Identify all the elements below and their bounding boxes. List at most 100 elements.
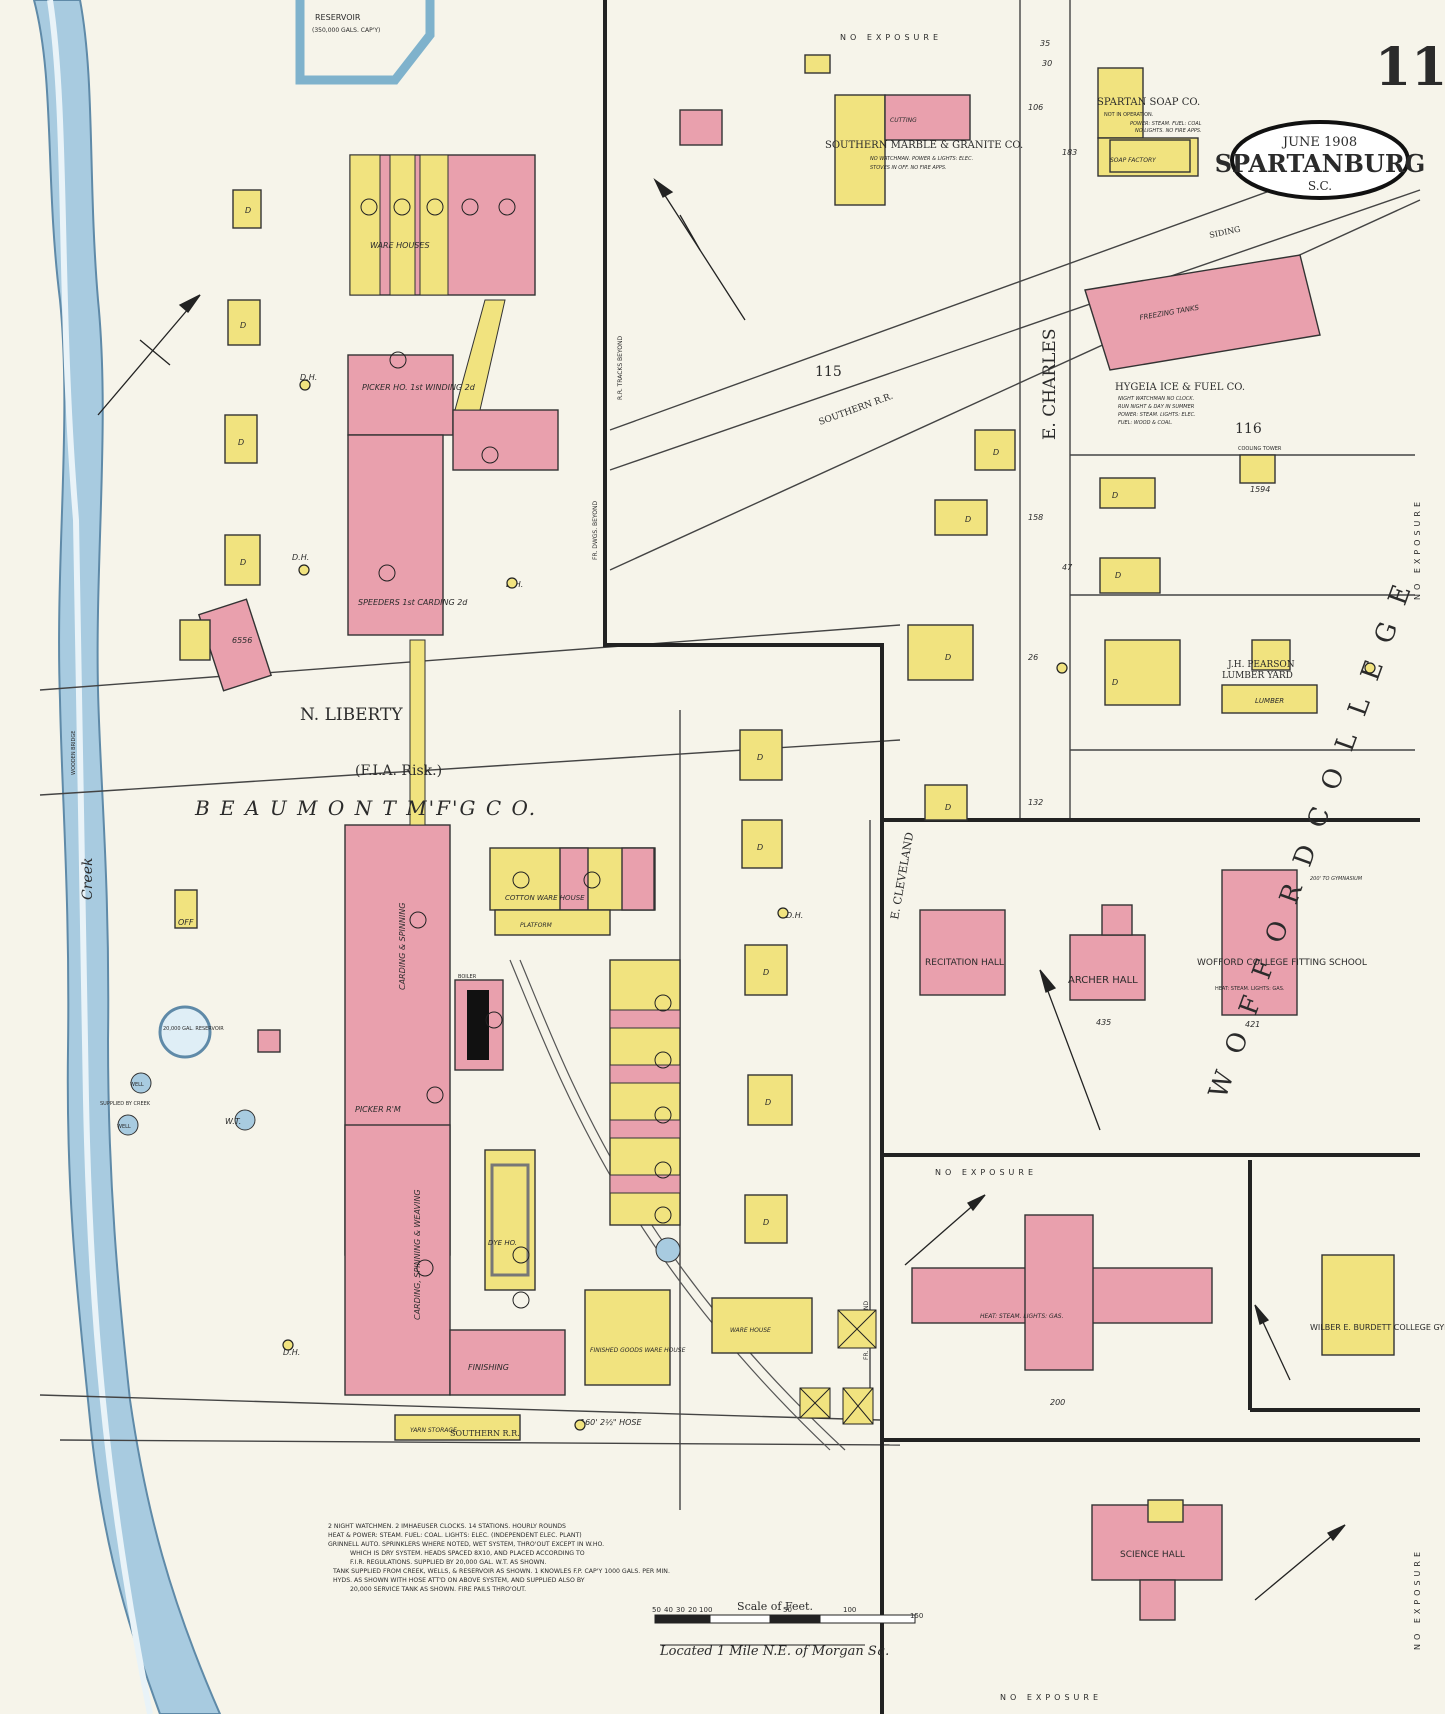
college-buildings — [911, 869, 1298, 1621]
college-name: W O F F O R D C O L L E G E — [1203, 576, 1419, 1103]
svg-text:CARDING, SPINNING & WEAVING: CARDING, SPINNING & WEAVING — [413, 1189, 422, 1320]
svg-text:47: 47 — [1062, 563, 1073, 572]
svg-text:D.H.: D.H. — [292, 553, 309, 562]
svg-text:WARE HOUSE: WARE HOUSE — [730, 1327, 771, 1334]
block-115: 115 — [815, 364, 842, 380]
svg-text:CARDING & SPINNING: CARDING & SPINNING — [398, 903, 407, 990]
svg-text:F.I.R. REGULATIONS. SUPPLIED B: F.I.R. REGULATIONS. SUPPLIED BY 20,000 G… — [350, 1559, 546, 1566]
finished-goods — [584, 1289, 671, 1386]
svg-text:30: 30 — [1042, 59, 1052, 68]
city-name: SPARTANBURG — [1215, 149, 1426, 178]
sheet-number: 11 — [1375, 37, 1445, 98]
svg-text:D: D — [1115, 571, 1121, 580]
svg-text:NO EXPOSURE: NO EXPOSURE — [1413, 1548, 1422, 1650]
svg-text:NO EXPOSURE: NO EXPOSURE — [840, 33, 942, 42]
svg-text:HYGEIA ICE & FUEL CO.: HYGEIA ICE & FUEL CO. — [1115, 382, 1245, 393]
svg-text:RUN NIGHT & DAY IN SUMMER: RUN NIGHT & DAY IN SUMMER — [1118, 404, 1194, 410]
svg-text:160' 2½" HOSE: 160' 2½" HOSE — [580, 1418, 642, 1427]
street-e-charles: E. CHARLES — [1040, 329, 1060, 440]
svg-text:POWER: STEAM. FUEL: COAL: POWER: STEAM. FUEL: COAL — [1130, 121, 1202, 127]
svg-text:NO EXPOSURE: NO EXPOSURE — [1413, 498, 1422, 600]
svg-text:WHICH IS DRY SYSTEM. HEADS SPA: WHICH IS DRY SYSTEM. HEADS SPACED 8X10, … — [350, 1550, 585, 1557]
creek-label: Creek — [80, 858, 96, 900]
svg-text:NOT IN OPERATION.: NOT IN OPERATION. — [1104, 112, 1154, 118]
svg-text:SOAP FACTORY: SOAP FACTORY — [1110, 157, 1157, 164]
scale-label: Scale of Feet. — [737, 1600, 813, 1613]
block-116: 116 — [1235, 421, 1262, 437]
state-name: S.C. — [1308, 179, 1332, 193]
svg-text:HEAT: STEAM. LIGHTS: GAS.: HEAT: STEAM. LIGHTS: GAS. — [1215, 986, 1285, 992]
svg-text:COTTON WARE HOUSE: COTTON WARE HOUSE — [505, 894, 585, 902]
svg-text:FINISHED GOODS WARE HOUSE: FINISHED GOODS WARE HOUSE — [590, 1347, 686, 1354]
svg-text:CUTTING: CUTTING — [890, 117, 917, 124]
svg-text:POWER: STEAM. LIGHTS: ELEC.: POWER: STEAM. LIGHTS: ELEC. — [1118, 412, 1196, 418]
svg-text:6556: 6556 — [232, 636, 252, 645]
svg-text:D: D — [965, 515, 971, 524]
svg-text:FR. DWGS. BEYOND: FR. DWGS. BEYOND — [592, 500, 599, 560]
svg-text:10: 10 — [699, 1606, 708, 1614]
svg-text:GRINNELL AUTO. SPRINKLERS WHER: GRINNELL AUTO. SPRINKLERS WHERE NOTED, W… — [328, 1541, 604, 1548]
svg-text:HEAT & POWER: STEAM. FUEL: COA: HEAT & POWER: STEAM. FUEL: COAL. LIGHTS:… — [328, 1532, 582, 1539]
street-southern-rr-2: SOUTHERN R.R. — [450, 1429, 520, 1438]
hygeia-ice-plant — [1084, 254, 1321, 371]
svg-text:20,000 GAL. RESERVOIR: 20,000 GAL. RESERVOIR — [163, 1026, 224, 1032]
svg-text:OFF: OFF — [178, 918, 194, 927]
svg-text:HEAT: STEAM. LIGHTS: GAS.: HEAT: STEAM. LIGHTS: GAS. — [980, 1313, 1064, 1320]
svg-text:SCIENCE HALL: SCIENCE HALL — [1120, 1550, 1185, 1560]
svg-text:200: 200 — [1050, 1398, 1065, 1407]
svg-text:SPEEDERS 1st CARDING 2d: SPEEDERS 1st CARDING 2d — [358, 598, 468, 607]
finishing — [449, 1329, 566, 1396]
svg-text:HYDS. AS SHOWN WITH HOSE ATT'D: HYDS. AS SHOWN WITH HOSE ATT'D ON ABOVE … — [333, 1577, 585, 1584]
svg-text:0: 0 — [708, 1606, 712, 1614]
svg-text:PICKER R'M: PICKER R'M — [355, 1105, 401, 1114]
svg-text:421: 421 — [1245, 1020, 1260, 1029]
yarn-storage — [394, 1414, 521, 1441]
svg-text:R.R. TRACKS BEYOND: R.R. TRACKS BEYOND — [617, 335, 624, 400]
svg-text:D: D — [240, 558, 246, 567]
svg-text:D.H.: D.H. — [300, 373, 317, 382]
carding-weaving — [344, 1124, 451, 1396]
recitation-hall — [919, 909, 1006, 996]
svg-text:D.H.: D.H. — [283, 1348, 300, 1357]
svg-text:20: 20 — [688, 1606, 697, 1614]
svg-text:20,000 SERVICE TANK AS SHOWN.: 20,000 SERVICE TANK AS SHOWN. FIRE PAILS… — [350, 1586, 526, 1593]
street-n-liberty: N. LIBERTY — [300, 705, 403, 725]
title-cartouche — [1230, 120, 1410, 200]
svg-text:D: D — [763, 1218, 769, 1227]
svg-text:J.H. PEARSON: J.H. PEARSON — [1227, 660, 1295, 670]
svg-text:2 NIGHT WATCHMEN. 2 IMHAEUSER: 2 NIGHT WATCHMEN. 2 IMHAEUSER CLOCKS. 14… — [328, 1523, 566, 1530]
creek — [32, 0, 222, 1714]
svg-text:106: 106 — [1028, 103, 1043, 112]
svg-text:50: 50 — [652, 1606, 661, 1614]
svg-text:RECITATION HALL: RECITATION HALL — [925, 958, 1004, 968]
block-boundaries — [603, 0, 1420, 1714]
picker-house — [347, 354, 454, 436]
svg-text:435: 435 — [1096, 1018, 1111, 1027]
svg-text:SPARTAN SOAP CO.: SPARTAN SOAP CO. — [1097, 97, 1200, 108]
svg-text:WOFFORD COLLEGE FITTING SCHOOL: WOFFORD COLLEGE FITTING SCHOOL — [1197, 958, 1367, 968]
svg-text:D: D — [1112, 491, 1118, 500]
svg-text:NO EXPOSURE: NO EXPOSURE — [935, 1168, 1037, 1177]
svg-text:D.H.: D.H. — [786, 911, 803, 920]
svg-text:26: 26 — [1028, 653, 1038, 662]
svg-text:NO WATCHMAN. POWER & LIGHTS: E: NO WATCHMAN. POWER & LIGHTS: ELEC. — [870, 156, 973, 162]
svg-text:D: D — [757, 753, 763, 762]
svg-text:WILBER E. BURDETT COLLEGE GYMN: WILBER E. BURDETT COLLEGE GYMNASIUM — [1310, 1323, 1445, 1332]
svg-text:WARE HOUSES: WARE HOUSES — [370, 241, 430, 250]
lumber-shed — [1221, 684, 1318, 714]
svg-text:DYE HO.: DYE HO. — [488, 1239, 517, 1247]
svg-text:LUMBER YARD: LUMBER YARD — [1222, 671, 1293, 681]
svg-text:D: D — [763, 968, 769, 977]
mill-risk: (F.I.A. Risk.) — [355, 763, 442, 779]
svg-text:D: D — [238, 438, 244, 447]
svg-text:FUEL: WOOD & COAL.: FUEL: WOOD & COAL. — [1118, 420, 1173, 426]
reservoir — [295, 0, 435, 85]
street-e-cleveland: E. CLEVELAND — [888, 831, 916, 921]
svg-text:WELL: WELL — [117, 1124, 131, 1130]
svg-text:150: 150 — [910, 1612, 923, 1620]
sheet-date: JUNE 1908 — [1281, 135, 1357, 150]
svg-text:BOILER: BOILER — [458, 974, 477, 980]
svg-text:ARCHER HALL: ARCHER HALL — [1068, 975, 1138, 986]
svg-text:35: 35 — [1040, 39, 1050, 48]
